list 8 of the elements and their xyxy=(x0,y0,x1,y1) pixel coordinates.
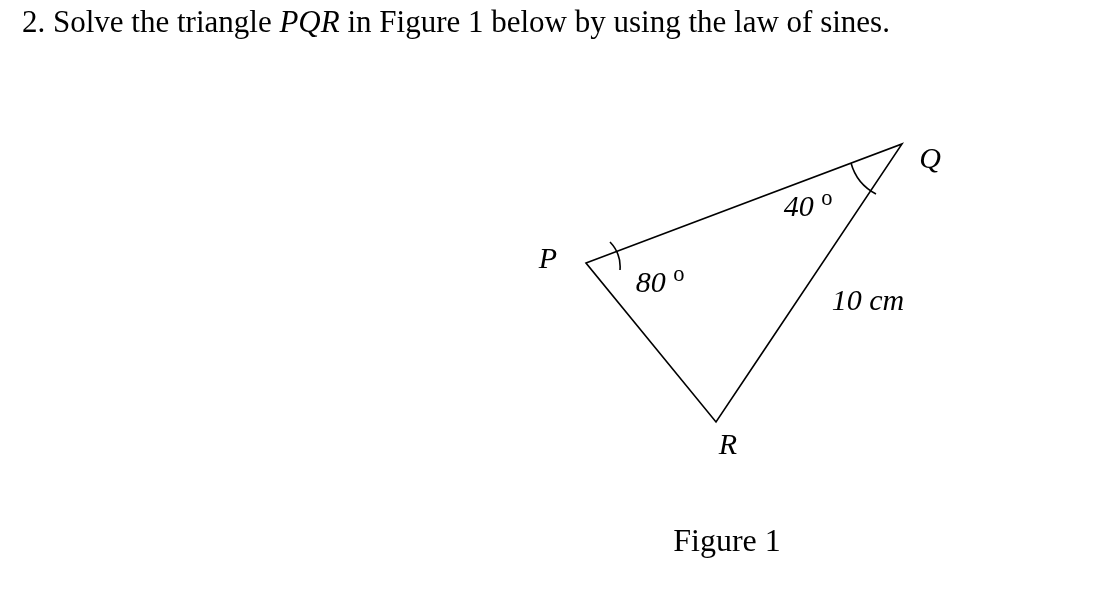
vertex-label: Q xyxy=(919,141,941,175)
vertex-label: R xyxy=(718,427,738,461)
vertex-label: P xyxy=(538,241,558,275)
angle-label: 40 $^{o}$ xyxy=(783,189,833,223)
angle-label: 80 $^{o}$ xyxy=(635,265,685,299)
side-length-label: 10 cm xyxy=(831,283,905,317)
question-text: 2. Solve the triangle PQR in Figure 1 below by using the law of sines. xyxy=(22,3,890,41)
figure-caption: Figure 1 xyxy=(673,521,781,559)
